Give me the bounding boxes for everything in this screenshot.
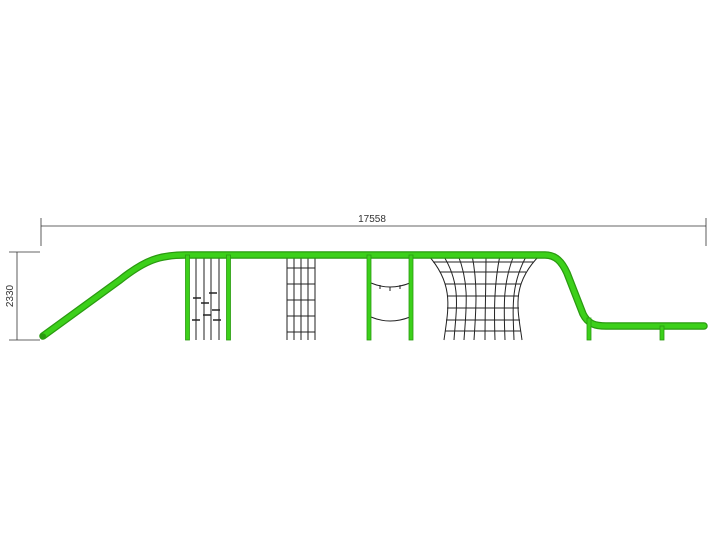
height-dimension <box>9 251 40 341</box>
main-frame <box>39 251 708 340</box>
height-dimension-label: 2330 <box>5 284 16 307</box>
support-post <box>226 254 231 341</box>
rope-ladder <box>286 256 316 340</box>
length-dimension <box>40 218 707 246</box>
support-post <box>185 254 190 341</box>
support-post <box>366 254 372 341</box>
support-posts <box>185 254 665 341</box>
slide-end-cap <box>40 333 46 339</box>
support-post <box>586 317 592 341</box>
climbing-net <box>427 254 541 341</box>
length-dimension-label: 17558 <box>358 214 386 225</box>
climbing-holds <box>192 292 221 321</box>
climbing-wall <box>195 258 220 340</box>
support-post <box>408 254 414 341</box>
rope-bridge <box>370 282 411 322</box>
support-post <box>659 325 665 341</box>
